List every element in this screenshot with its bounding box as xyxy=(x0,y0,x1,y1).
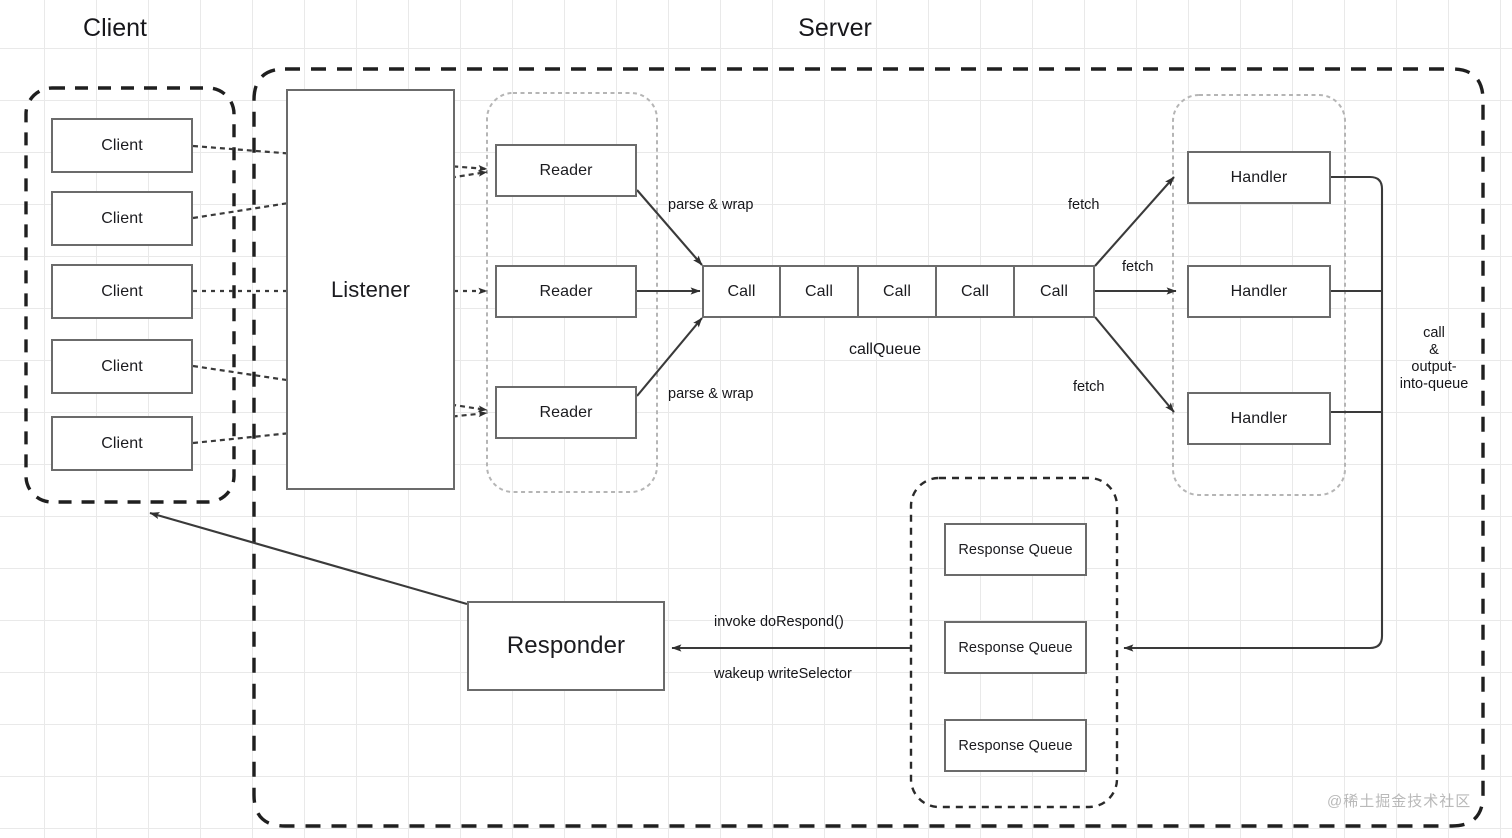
response-queue-box-2[interactable]: Response Queue xyxy=(944,621,1087,674)
handler-box-3[interactable]: Handler xyxy=(1187,392,1331,445)
call-queue-cell-4[interactable]: Call xyxy=(937,265,1015,318)
response-queue-box-3[interactable]: Response Queue xyxy=(944,719,1087,772)
handler-group-boundary xyxy=(1172,94,1346,496)
handler-box-1[interactable]: Handler xyxy=(1187,151,1331,204)
edge-label-fetch-mid: fetch xyxy=(1122,259,1154,275)
edge-label-parse-wrap-top: parse & wrap xyxy=(668,197,754,213)
edge-label-wakeup-writeselector: wakeup writeSelector xyxy=(714,666,852,682)
reader-box-2[interactable]: Reader xyxy=(495,265,637,318)
client-box-2[interactable]: Client xyxy=(51,191,193,246)
edge-label-parse-wrap-bottom: parse & wrap xyxy=(668,386,754,402)
handler-box-2[interactable]: Handler xyxy=(1187,265,1331,318)
response-queue-box-1[interactable]: Response Queue xyxy=(944,523,1087,576)
call-queue-cell-2[interactable]: Call xyxy=(781,265,859,318)
client-zone-title: Client xyxy=(83,14,147,42)
edge-label-call-output-into-queue: call & output- into-queue xyxy=(1399,325,1469,393)
conn-callqueue-handler1 xyxy=(1094,176,1175,267)
reader-box-3[interactable]: Reader xyxy=(495,386,637,439)
call-queue-cell-3[interactable]: Call xyxy=(859,265,937,318)
call-queue-cell-1[interactable]: Call xyxy=(702,265,781,318)
call-queue-caption: callQueue xyxy=(848,341,922,358)
edge-label-fetch-top: fetch xyxy=(1068,197,1100,213)
client-group-boundary xyxy=(24,86,236,504)
conn-reader3-callqueue xyxy=(636,317,703,397)
responder-box[interactable]: Responder xyxy=(467,601,665,691)
server-group-boundary xyxy=(252,67,1485,828)
watermark: @稀土掘金技术社区 xyxy=(1327,793,1472,810)
client-box-4[interactable]: Client xyxy=(51,339,193,394)
conn-reader1-callqueue xyxy=(636,189,703,266)
listener-box[interactable]: Listener xyxy=(286,89,455,490)
client-box-1[interactable]: Client xyxy=(51,118,193,173)
server-zone-title: Server xyxy=(798,14,872,42)
client-box-3[interactable]: Client xyxy=(51,264,193,319)
conn-handler1-bus xyxy=(1331,175,1384,636)
reader-box-1[interactable]: Reader xyxy=(495,144,637,197)
edge-label-fetch-bottom: fetch xyxy=(1073,379,1105,395)
call-queue-cell-5[interactable]: Call xyxy=(1015,265,1095,318)
client-box-5[interactable]: Client xyxy=(51,416,193,471)
conn-bus-responsequeue xyxy=(1123,635,1384,652)
conn-callqueue-handler3 xyxy=(1094,316,1175,413)
conn-responder-client xyxy=(149,511,468,606)
edge-label-invoke-dorespond: invoke doRespond() xyxy=(714,614,844,630)
response-queue-group-boundary xyxy=(909,476,1119,809)
